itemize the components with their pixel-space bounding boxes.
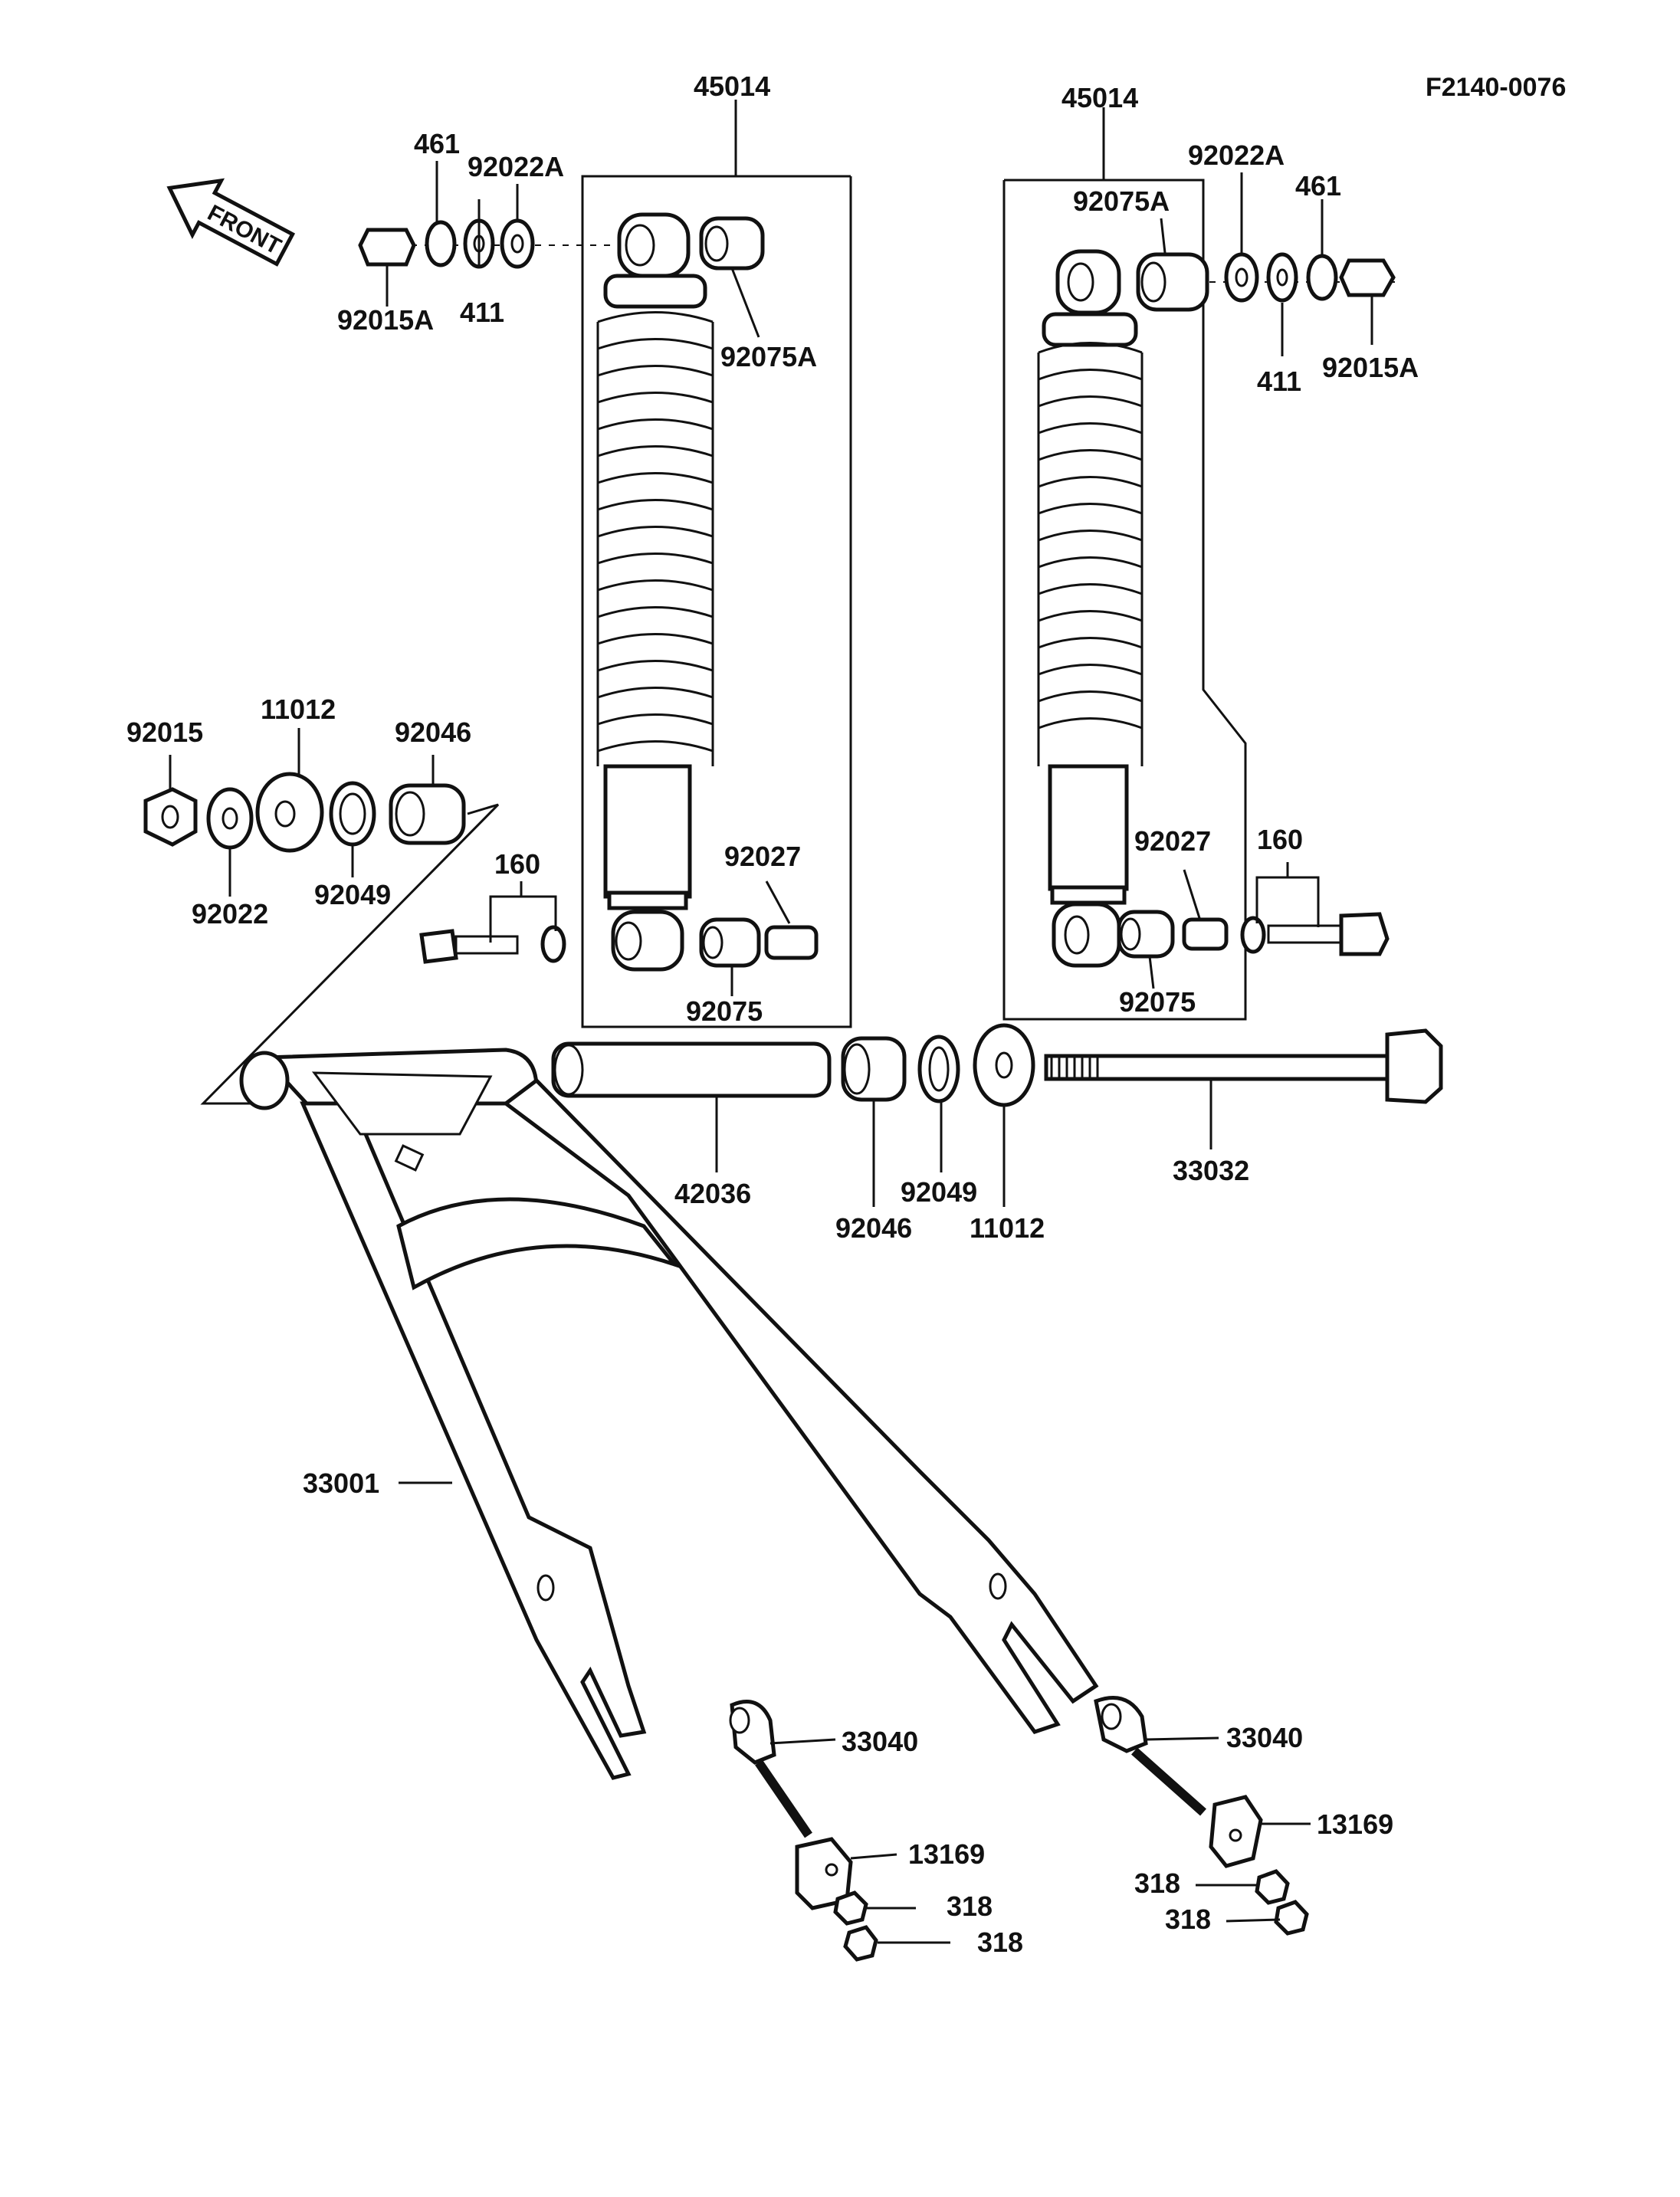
label-318-d: 318	[1165, 1904, 1211, 1935]
label-33001: 33001	[303, 1467, 379, 1499]
label-461-right: 461	[1295, 170, 1341, 202]
shock-absorber-right	[1002, 107, 1247, 1021]
top-left-hardware	[358, 161, 765, 338]
label-33040-left: 33040	[842, 1726, 918, 1757]
label-92022a-left: 92022A	[468, 151, 564, 182]
label-461-left: 461	[414, 128, 460, 159]
reference-code: F2140-0076	[1426, 73, 1566, 102]
label-92022a-right: 92022A	[1188, 139, 1285, 171]
label-92015a-left: 92015A	[337, 304, 434, 336]
label-92046-right: 92046	[835, 1212, 912, 1244]
label-13169-left: 13169	[908, 1838, 985, 1870]
label-shock-right: 45014	[1061, 82, 1138, 113]
bottom-right-shock-hardware	[1117, 862, 1390, 989]
label-92075a-right: 92075A	[1073, 185, 1170, 217]
label-411-left: 411	[460, 297, 504, 328]
front-arrow-icon: FRONT	[166, 178, 296, 267]
pivot-hardware-left	[143, 728, 500, 1105]
pivot-hardware-right	[551, 1023, 1443, 1207]
chain-adjuster-right	[1094, 1696, 1311, 1936]
label-318-c: 318	[1134, 1867, 1180, 1899]
spring-right-coils	[1037, 342, 1144, 766]
label-92015a-right: 92015A	[1322, 352, 1419, 383]
label-318-a: 318	[947, 1890, 993, 1922]
label-411-right: 411	[1257, 366, 1301, 397]
label-11012-left: 11012	[261, 694, 336, 725]
label-33040-right: 33040	[1226, 1722, 1303, 1753]
label-92015: 92015	[126, 716, 203, 748]
label-92075-left: 92075	[686, 995, 763, 1027]
label-shock-left: 45014	[694, 71, 770, 102]
label-92075-right: 92075	[1119, 986, 1196, 1018]
label-11012-right: 11012	[970, 1212, 1045, 1244]
label-92049-right: 92049	[901, 1176, 977, 1208]
label-92027-right: 92027	[1134, 825, 1211, 857]
spring-left-coils	[596, 311, 714, 766]
label-92075a-left: 92075A	[720, 341, 817, 372]
shock-absorber-left	[581, 100, 852, 1028]
chain-adjuster-left	[729, 1700, 950, 1962]
label-92027-left: 92027	[724, 841, 801, 872]
label-92049-left: 92049	[314, 879, 391, 910]
bottom-left-shock-hardware	[419, 880, 819, 996]
label-92022: 92022	[192, 898, 268, 930]
swing-arm	[239, 1048, 1099, 1780]
top-right-hardware	[1136, 172, 1396, 356]
label-318-b: 318	[977, 1926, 1023, 1958]
label-42036: 42036	[674, 1178, 751, 1209]
label-13169-right: 13169	[1317, 1808, 1393, 1840]
label-160-right: 160	[1257, 824, 1303, 855]
label-92046-left: 92046	[395, 716, 471, 748]
label-33032: 33032	[1173, 1155, 1249, 1186]
label-160-left: 160	[494, 848, 540, 880]
